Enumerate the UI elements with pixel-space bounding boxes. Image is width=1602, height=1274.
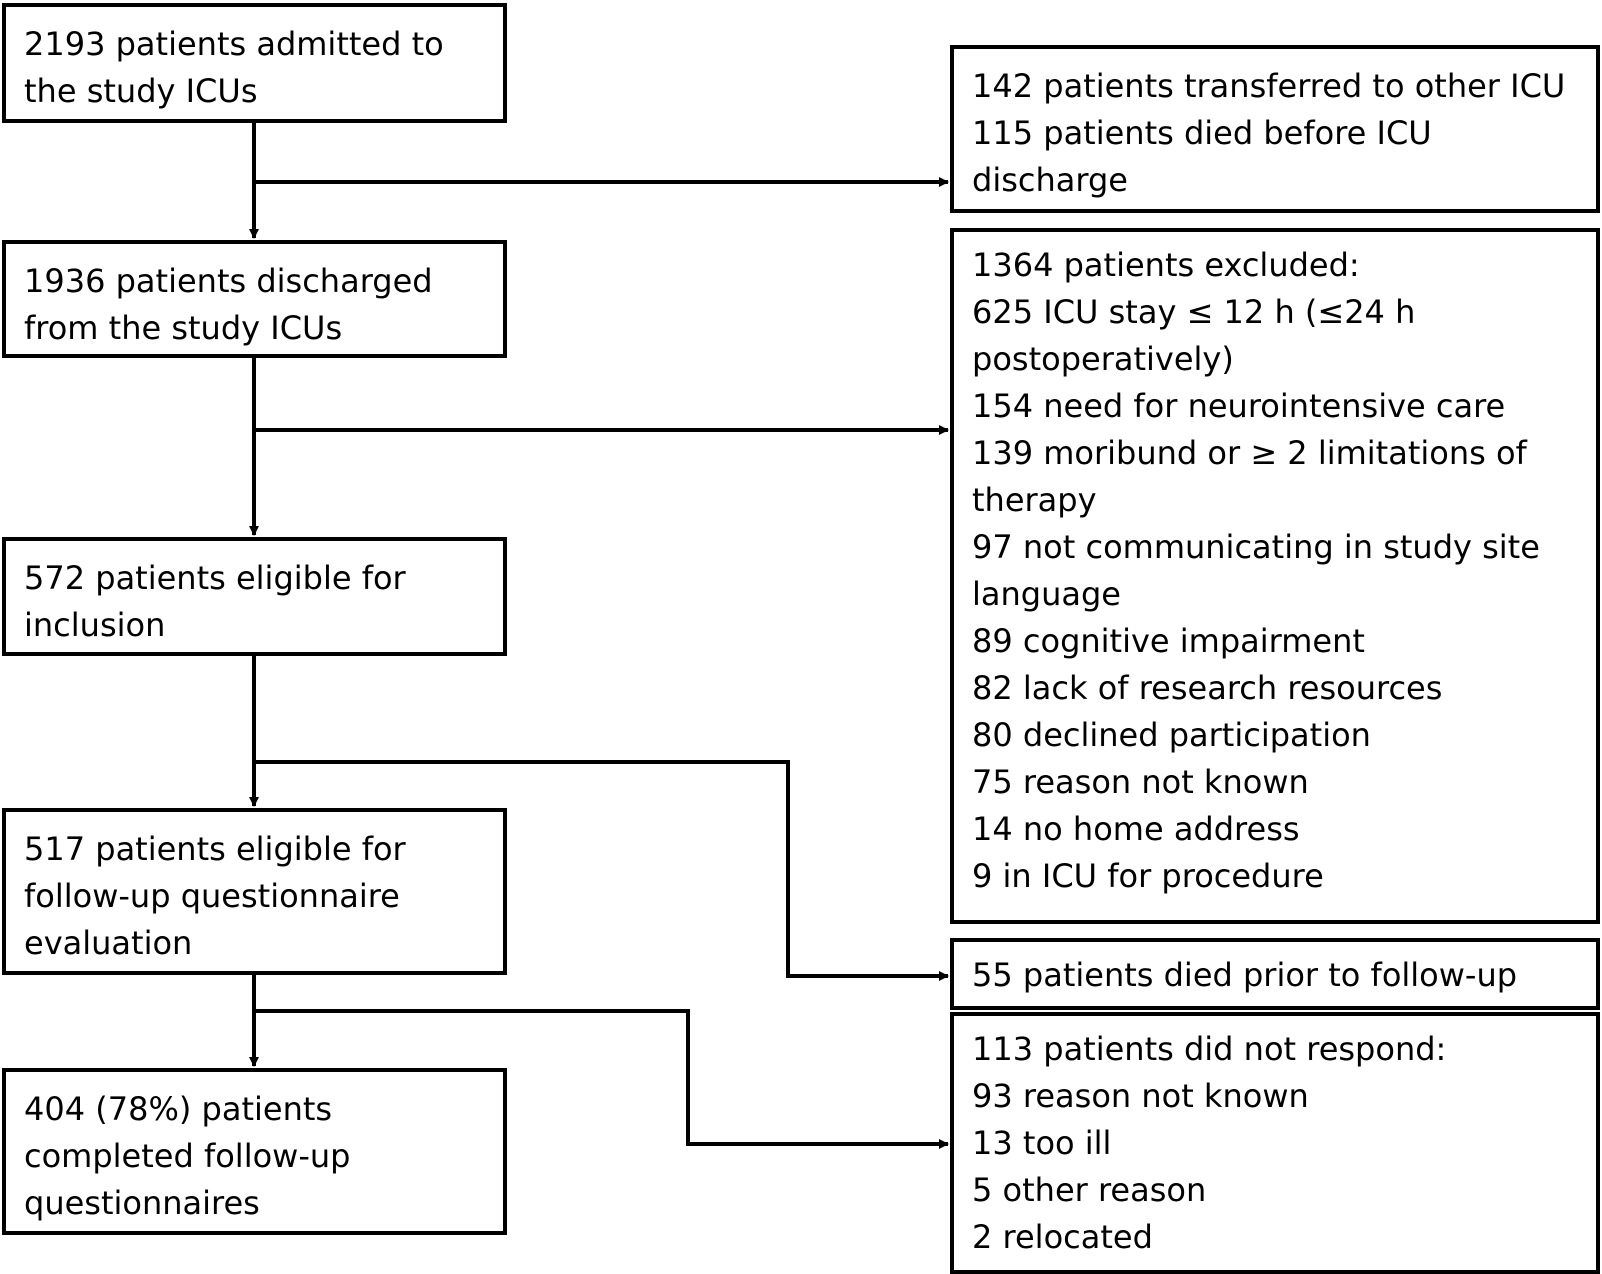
box-transferred-died: 142 patients transferred to other ICU 11… [950,45,1600,213]
followup-line: evaluation [24,924,193,962]
discharged-line: 1936 patients discharged [24,262,433,300]
excluded-line: therapy [972,481,1097,519]
died-prior-line: 55 patients died prior to follow-up [972,956,1518,994]
box-excluded: 1364 patients excluded: 625 ICU stay ≤ 1… [950,228,1600,924]
completed-line: questionnaires [24,1184,260,1222]
excluded-line: 9 in ICU for procedure [972,857,1324,895]
admitted-line: 2193 patients admitted to [24,25,444,63]
transferred-line: 142 patients transferred to other ICU [972,67,1566,105]
no-response-line: 93 reason not known [972,1077,1309,1115]
box-died-prior-followup: 55 patients died prior to follow-up [950,938,1600,1010]
excluded-line: 75 reason not known [972,763,1309,801]
box-completed: 404 (78%) patients completed follow-up q… [2,1068,507,1235]
excluded-line: 82 lack of research resources [972,669,1443,707]
box-discharged: 1936 patients discharged from the study … [2,240,507,358]
eligible-line: 572 patients eligible for [24,559,406,597]
excluded-line: language [972,575,1121,613]
followup-line: 517 patients eligible for [24,830,406,868]
box-followup-eligible: 517 patients eligible for follow-up ques… [2,808,507,975]
box-eligible: 572 patients eligible for inclusion [2,537,507,656]
box-no-response: 113 patients did not respond: 93 reason … [950,1012,1600,1274]
completed-line: completed follow-up [24,1137,351,1175]
excluded-line: 89 cognitive impairment [972,622,1365,660]
no-response-line: 13 too ill [972,1124,1112,1162]
arrow-to-no-response [254,1009,949,1149]
no-response-line: 2 relocated [972,1218,1153,1256]
excluded-line: 97 not communicating in study site [972,528,1540,566]
admitted-line: the study ICUs [24,72,258,110]
excluded-line: 1364 patients excluded: [972,246,1360,284]
completed-line: 404 (78%) patients [24,1090,333,1128]
eligible-line: inclusion [24,606,166,644]
excluded-line: 625 ICU stay ≤ 12 h (≤24 h [972,293,1416,331]
transferred-line: discharge [972,161,1128,199]
excluded-line: 80 declined participation [972,716,1371,754]
box-admitted: 2193 patients admitted to the study ICUs [2,3,507,123]
discharged-line: from the study ICUs [24,309,343,347]
arrow-to-died-prior [254,760,949,981]
excluded-line: 154 need for neurointensive care [972,387,1506,425]
excluded-line: postoperatively) [972,340,1234,378]
no-response-line: 113 patients did not respond: [972,1030,1447,1068]
excluded-line: 14 no home address [972,810,1300,848]
followup-line: follow-up questionnaire [24,877,400,915]
excluded-line: 139 moribund or ≥ 2 limitations of [972,434,1527,472]
transferred-line: 115 patients died before ICU [972,114,1432,152]
no-response-line: 5 other reason [972,1171,1207,1209]
